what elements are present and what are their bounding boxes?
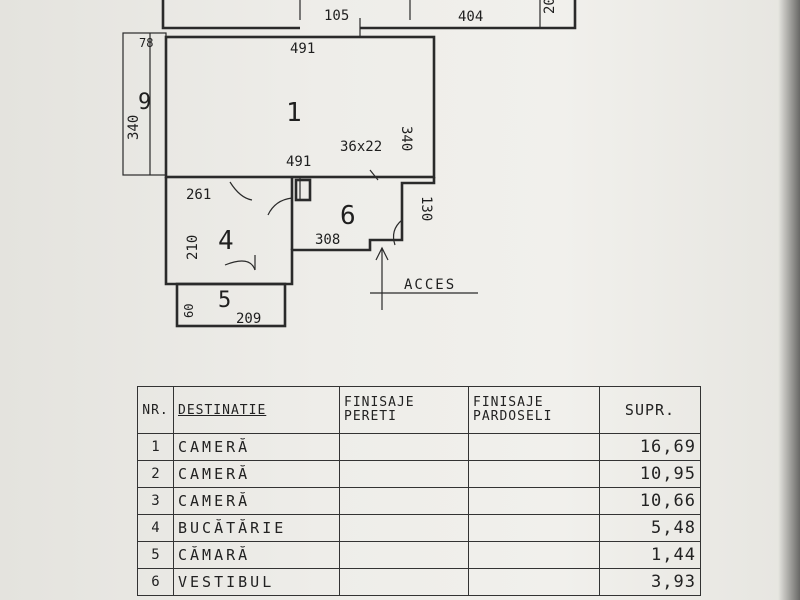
- top-room-wall-right: [360, 0, 577, 30]
- cell-finisaje-pardoseli: [468, 487, 600, 515]
- dim-105: 105: [324, 8, 350, 24]
- dim-308: 308: [315, 232, 341, 248]
- header-finisaje-pardoseli-line2: PARDOSELI: [473, 409, 553, 424]
- cell-nr: 6: [137, 568, 174, 596]
- room-label-6: 6: [340, 201, 356, 231]
- cell-finisaje-pardoseli: [468, 541, 600, 569]
- access-arrowhead: [375, 246, 389, 261]
- cell-suprafata: 5,48: [599, 514, 701, 542]
- cell-finisaje-pardoseli: [468, 514, 600, 542]
- table-row: 2 CAMERĂ 10,95: [137, 460, 701, 488]
- table-row: 6 VESTIBUL 3,93: [137, 568, 701, 596]
- cell-suprafata: 3,93: [599, 568, 701, 596]
- cell-finisaje-pereti: [339, 433, 469, 461]
- dim-top-right: 20: [542, 0, 558, 14]
- cell-destinatie: BUCĂTĂRIE: [173, 514, 340, 542]
- dim-261: 261: [186, 187, 212, 203]
- cell-suprafata: 1,44: [599, 541, 701, 569]
- cell-nr: 5: [137, 541, 174, 569]
- cell-finisaje-pardoseli: [468, 460, 600, 488]
- balcony-number: 9: [138, 90, 152, 115]
- cell-destinatie: CĂMARĂ: [173, 541, 340, 569]
- dim-209: 209: [236, 311, 262, 327]
- table-row: 4 BUCĂTĂRIE 5,48: [137, 514, 701, 542]
- door-arc-6: [267, 197, 293, 216]
- table-header-row: NR. DESTINATIE FINISAJE PERETI FINISAJE …: [137, 386, 701, 434]
- cell-finisaje-pereti: [339, 487, 469, 515]
- dim-opening: 36x22: [340, 139, 383, 155]
- dim-340-right: 340: [398, 126, 414, 152]
- header-finisaje-pereti: FINISAJE PERETI: [339, 386, 469, 434]
- dim-leader: [369, 169, 379, 181]
- door-arc-access: [392, 219, 403, 246]
- room-5-outline: [175, 282, 287, 328]
- header-nr: NR.: [137, 386, 174, 434]
- dim-404: 404: [458, 9, 484, 25]
- dim-210: 210: [185, 234, 201, 260]
- header-suprafata: SUPR.: [599, 386, 701, 434]
- cell-suprafata: 10,95: [599, 460, 701, 488]
- room-label-5: 5: [218, 288, 232, 313]
- cell-finisaje-pardoseli: [468, 568, 600, 596]
- cell-finisaje-pardoseli: [468, 433, 600, 461]
- cell-suprafata: 16,69: [599, 433, 701, 461]
- room-label-1: 1: [286, 98, 302, 128]
- dim-78: 78: [139, 36, 154, 50]
- dim-130: 130: [418, 196, 434, 222]
- cell-finisaje-pereti: [339, 541, 469, 569]
- rooms-table: NR. DESTINATIE FINISAJE PERETI FINISAJE …: [137, 386, 701, 596]
- dim-340-left: 340: [126, 114, 142, 140]
- dim-60: 60: [182, 303, 196, 318]
- cell-finisaje-pereti: [339, 568, 469, 596]
- access-label: ACCES: [404, 277, 457, 293]
- cell-destinatie: CAMERĂ: [173, 487, 340, 515]
- cell-finisaje-pereti: [339, 460, 469, 488]
- table-row: 1 CAMERĂ 16,69: [137, 433, 701, 461]
- cell-destinatie: CAMERĂ: [173, 460, 340, 488]
- cell-nr: 4: [137, 514, 174, 542]
- balcony-outline: [122, 32, 167, 176]
- duct: [294, 178, 312, 202]
- table-row: 3 CAMERĂ 10,66: [137, 487, 701, 515]
- dim-491-top: 491: [290, 41, 316, 57]
- cell-nr: 3: [137, 487, 174, 515]
- header-finisaje-pardoseli: FINISAJE PARDOSELI: [468, 386, 600, 434]
- cell-destinatie: CAMERĂ: [173, 433, 340, 461]
- cell-destinatie: VESTIBUL: [173, 568, 340, 596]
- header-finisaje-pereti-line2: PERETI: [344, 409, 397, 424]
- header-finisaje-pereti-line1: FINISAJE: [344, 394, 415, 410]
- table-row: 5 CĂMARĂ 1,44: [137, 541, 701, 569]
- cell-finisaje-pereti: [339, 514, 469, 542]
- cell-nr: 2: [137, 460, 174, 488]
- room-label-4: 4: [218, 226, 234, 256]
- header-destinatie: DESTINATIE: [173, 386, 340, 434]
- top-room-wall: [161, 0, 300, 30]
- page-edge-shadow: [778, 0, 800, 600]
- dim-491-mid: 491: [286, 154, 312, 170]
- header-finisaje-pardoseli-line1: FINISAJE: [473, 394, 544, 410]
- door-arc-1: [229, 181, 253, 201]
- cell-nr: 1: [137, 433, 174, 461]
- cell-suprafata: 10,66: [599, 487, 701, 515]
- door-arc-4: [224, 260, 256, 271]
